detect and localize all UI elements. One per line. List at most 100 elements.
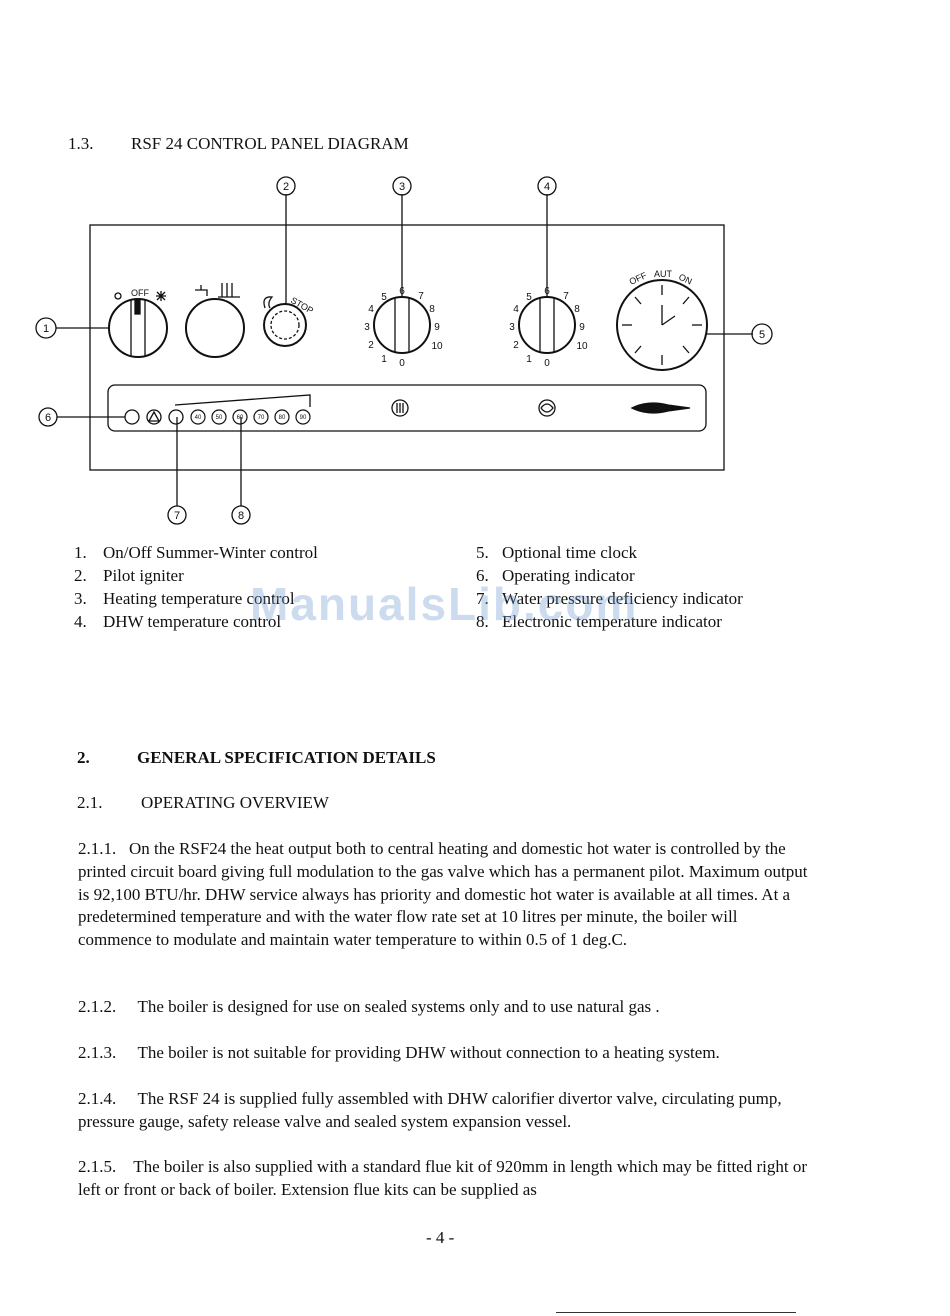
radiator-icon [218,283,240,298]
paragraph-number: 2.1.4. [78,1089,117,1108]
dial-4-num-6: 6 [544,286,550,297]
pilot-igniter [263,303,307,347]
temperature-led-80 [274,409,290,425]
time-clock [616,279,708,371]
legend-item-2: Pilot igniter [103,566,184,585]
dial-3-num-10: 10 [431,341,443,352]
callout-1: 1 [43,323,49,335]
flame-icon [263,296,274,309]
switch-off-label: OFF [131,288,149,298]
dial-3-num-8: 8 [429,304,435,315]
legend-num-1: 1. [74,543,87,562]
control-panel-diagram: 1 2 3 4 5 6 7 8 OFF STOP 1 2 3 4 5 6 7 8… [35,176,773,525]
temperature-led-label-70: 70 [258,415,265,421]
legend-num-4: 4. [74,612,87,631]
callout-5: 5 [759,329,765,341]
callout-7: 7 [174,510,180,522]
dhw-dial [518,296,576,354]
dial-4-num-8: 8 [574,304,580,315]
dial-3-num-7: 7 [418,291,424,302]
temperature-led-label-50: 50 [216,415,223,421]
callout-3: 3 [399,181,405,193]
temperature-led-label-90: 90 [300,415,307,421]
clock-off-label: OFF [628,270,649,287]
legend-item-6: Operating indicator [502,566,635,585]
dial-3-num-4: 4 [368,304,374,315]
footer-rule [556,1312,796,1313]
legend-num-6: 6. [476,566,489,585]
paragraph-2-1-5: 2.1.5. The boiler is also supplied with … [78,1156,813,1202]
callout-8: 8 [238,510,244,522]
snowflake-icon [156,291,166,301]
dial-4-num-0: 0 [544,358,550,369]
section-title: RSF 24 CONTROL PANEL DIAGRAM [131,134,409,153]
paragraph-text: The boiler is also supplied with a stand… [78,1157,807,1199]
paragraph-number: 2.1.3. [78,1043,117,1062]
dial-4-num-7: 7 [563,291,569,302]
sun-icon [114,292,122,300]
dial-4-num-3: 3 [509,322,515,333]
dial-4-num-10: 10 [576,341,588,352]
legend-num-7: 7. [476,589,489,608]
temperature-led-70 [253,409,269,425]
temperature-led-40 [190,409,206,425]
paragraph-2-1-1: 2.1.1. On the RSF24 the heat output both… [78,838,813,952]
temperature-led-label-60: 60 [237,415,244,421]
legend-item-7: Water pressure deficiency indicator [502,589,743,608]
brand-logo [630,402,691,414]
callout-6: 6 [45,412,51,424]
dial-3-num-1: 1 [381,354,387,365]
paragraph-number: 2.1.1. [78,839,117,858]
legend-item-5: Optional time clock [502,543,638,562]
dial-4-num-2: 2 [513,340,519,351]
paragraph-2-1-4: 2.1.4. The RSF 24 is supplied fully asse… [78,1088,813,1134]
indicator-strip [107,384,707,432]
warning-triangle-icon [147,410,161,422]
dial-3-num-6: 6 [399,286,405,297]
section-2-1-title: OPERATING OVERVIEW [141,793,329,812]
legend-item-1: On/Off Summer-Winter control [103,543,318,562]
paragraph-number: 2.1.2. [78,997,117,1016]
page-number: - 4 - [426,1228,455,1247]
warning-led [146,409,162,425]
dial-4-num-1: 1 [526,354,532,365]
legend-item-4: DHW temperature control [103,612,282,631]
legend-item-8: Electronic temperature indicator [502,612,722,631]
no-water-led [168,409,184,425]
heating-dial [373,296,431,354]
watermark: ManualsLib.com [250,578,639,630]
paragraph-text: On the RSF24 the heat output both to cen… [78,839,808,950]
dial-4-num-4: 4 [513,304,519,315]
pump-icon [538,399,556,417]
paragraph-number: 2.1.5. [78,1157,117,1176]
legend-num-2: 2. [74,566,87,585]
tap-icon [195,285,208,296]
clock-aut-label: AUT [654,269,673,279]
dial-3-num-0: 0 [399,358,405,369]
blank-knob [185,298,245,358]
temperature-led-label-80: 80 [279,415,286,421]
legend-num-3: 3. [74,589,87,608]
thermometer-icon [391,399,409,417]
dial-3-num-3: 3 [364,322,370,333]
dial-3-num-5: 5 [381,292,387,303]
paragraph-2-1-3: 2.1.3. The boiler is not suitable for pr… [78,1042,813,1065]
dial-4-num-9: 9 [579,322,585,333]
temperature-led-90 [295,409,311,425]
operating-indicator-led [124,409,140,425]
legend-item-3: Heating temperature control [103,589,295,608]
dial-3-num-9: 9 [434,322,440,333]
legend-num-5: 5. [476,543,489,562]
paragraph-text: The RSF 24 is supplied fully assembled w… [78,1089,782,1131]
callout-2: 2 [283,181,289,193]
paragraph-text: The boiler is not suitable for providing… [137,1043,720,1062]
panel-outline [89,224,725,471]
legend-num-8: 8. [476,612,489,631]
temperature-led-label-40: 40 [195,415,202,421]
section-2-title: GENERAL SPECIFICATION DETAILS [137,748,436,767]
section-number: 1.3. [68,134,94,153]
section-2-1-number: 2.1. [77,793,103,812]
dial-4-num-5: 5 [526,292,532,303]
callout-4: 4 [544,181,550,193]
paragraph-2-1-2: 2.1.2. The boiler is designed for use on… [78,996,813,1019]
